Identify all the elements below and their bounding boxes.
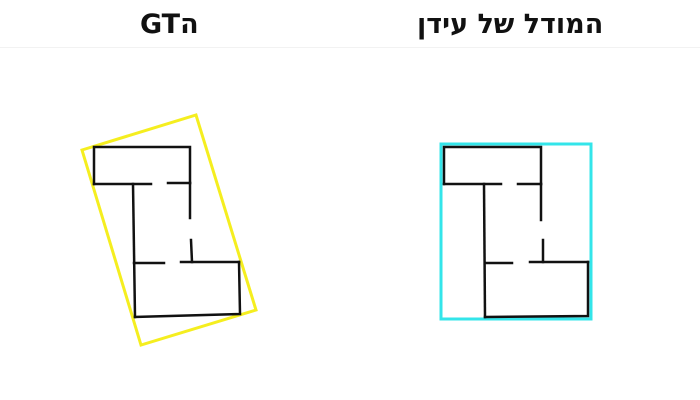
wall-top-room xyxy=(92,145,192,186)
ground-truth-floorplan xyxy=(80,113,258,347)
model-walls xyxy=(442,145,590,319)
model-floorplan xyxy=(439,142,593,321)
wall-bottom-room xyxy=(483,260,590,319)
ground-truth-title: הGT xyxy=(140,9,199,40)
ground-truth-bounding-box xyxy=(80,113,258,347)
model-title: המודל של עידן xyxy=(417,9,604,40)
model-bounding-box xyxy=(439,142,593,321)
wall-left-long xyxy=(131,182,137,319)
wall-right-inner-lower xyxy=(189,238,194,264)
wall-top-room xyxy=(442,145,543,186)
ground-truth-walls xyxy=(92,145,242,319)
wall-left-long xyxy=(482,182,487,319)
wall-bottom-room xyxy=(133,260,242,319)
header-divider xyxy=(0,47,700,48)
